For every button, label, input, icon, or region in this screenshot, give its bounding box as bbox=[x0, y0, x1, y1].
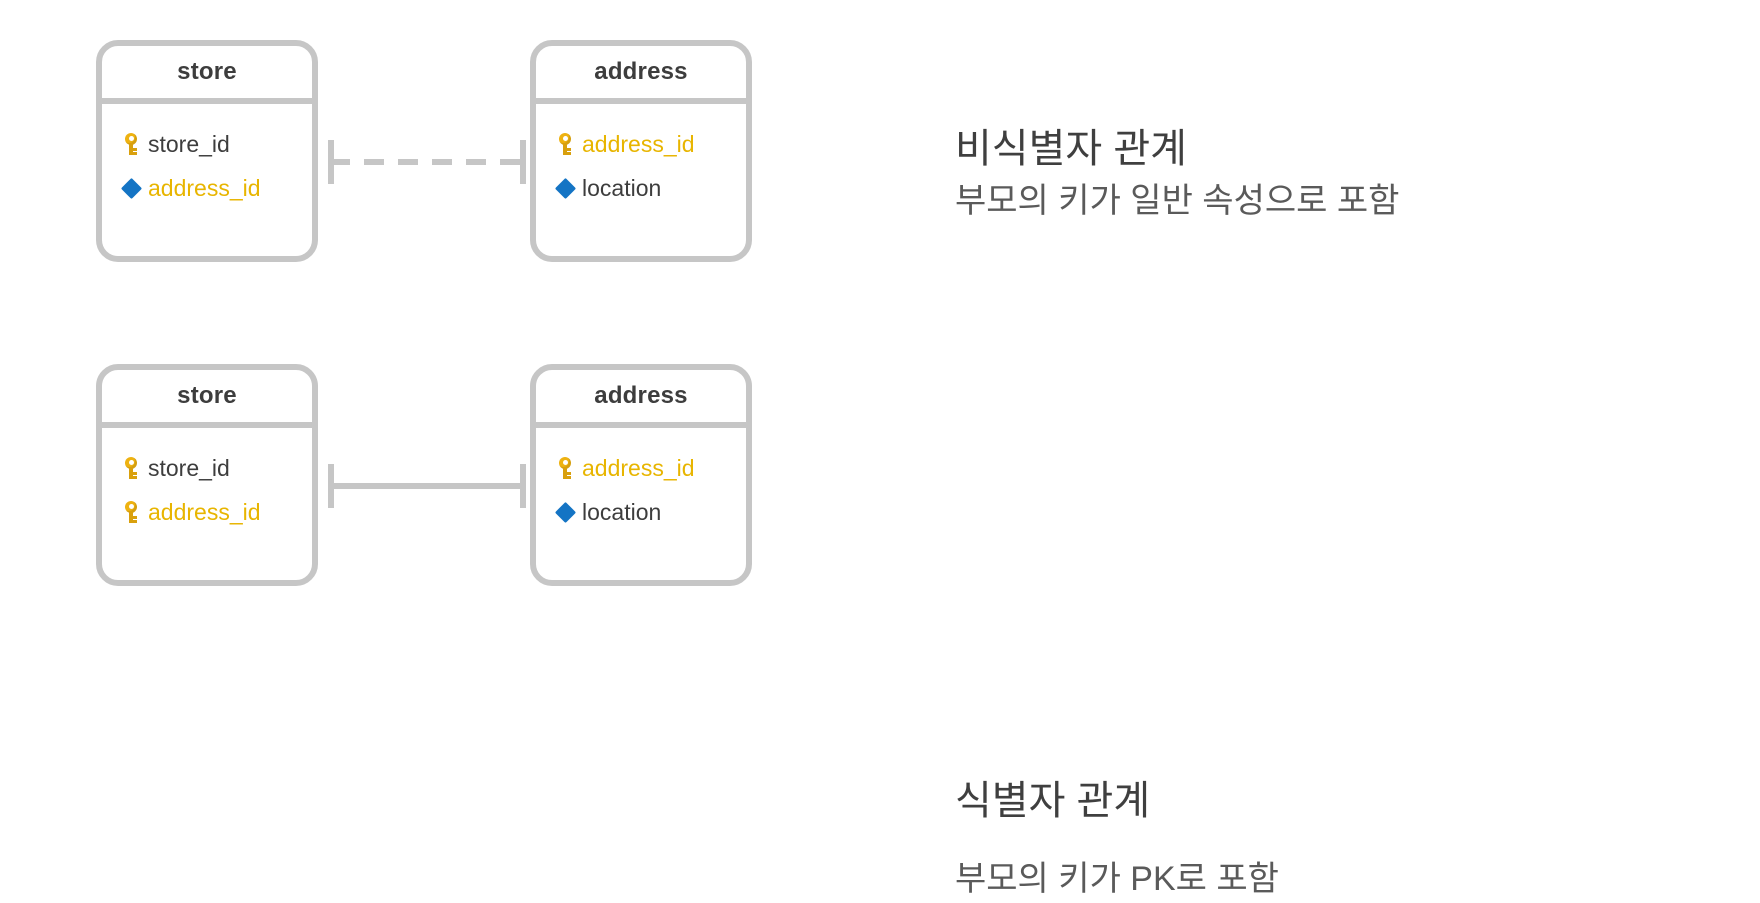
entity-attribute-list: address_id location bbox=[536, 104, 746, 210]
attribute-row[interactable]: location bbox=[552, 490, 746, 534]
diamond-icon bbox=[552, 501, 578, 523]
entity-header: store bbox=[102, 370, 312, 428]
relationship-connector-dashed[interactable] bbox=[324, 132, 530, 192]
relationship-connector-solid[interactable] bbox=[324, 456, 530, 516]
entity-attribute-list: store_id address_id bbox=[102, 104, 312, 210]
caption-non-identifying: 비식별자 관계 부모의 키가 일반 속성으로 포함 bbox=[955, 125, 1399, 225]
attribute-label: address_id bbox=[582, 454, 695, 481]
entity-title: address bbox=[594, 58, 688, 85]
key-icon bbox=[118, 457, 144, 479]
attribute-row[interactable]: store_id bbox=[118, 446, 312, 490]
attribute-label: address_id bbox=[582, 130, 695, 157]
cardinality-tick-right bbox=[520, 140, 526, 184]
entity-address-identifying[interactable]: address address_id location bbox=[530, 364, 752, 586]
diamond-icon bbox=[118, 177, 144, 199]
attribute-row[interactable]: address_id bbox=[552, 446, 746, 490]
er-diagram-canvas: store store_id address_id bbox=[96, 40, 1399, 898]
attribute-label: address_id bbox=[148, 498, 261, 525]
diamond-icon bbox=[552, 177, 578, 199]
entity-header: address bbox=[536, 370, 746, 428]
relationship-line bbox=[330, 159, 524, 165]
key-icon bbox=[552, 457, 578, 479]
entity-title: store bbox=[177, 382, 237, 409]
caption-title: 식별자 관계 bbox=[955, 779, 1151, 823]
entity-store-non-identifying[interactable]: store store_id address_id bbox=[96, 40, 318, 262]
cardinality-tick-right bbox=[520, 464, 526, 508]
entity-header: address bbox=[536, 46, 746, 104]
attribute-label: store_id bbox=[148, 454, 230, 481]
attribute-row[interactable]: address_id bbox=[552, 122, 746, 166]
attribute-row[interactable]: store_id bbox=[118, 122, 312, 166]
attribute-row[interactable]: location bbox=[552, 166, 746, 210]
entity-title: store bbox=[177, 58, 237, 85]
attribute-label: location bbox=[582, 174, 662, 201]
key-icon bbox=[118, 133, 144, 155]
caption-title: 비식별자 관계 bbox=[955, 127, 1187, 171]
entity-attribute-list: store_id address_id bbox=[102, 428, 312, 534]
caption-identifying: 식별자 관계 부모의 키가 PK로 포함 bbox=[955, 777, 1279, 903]
attribute-row[interactable]: address_id bbox=[118, 490, 312, 534]
attribute-label: address_id bbox=[148, 174, 261, 201]
entity-header: store bbox=[102, 46, 312, 104]
entity-store-identifying[interactable]: store store_id address_id bbox=[96, 364, 318, 586]
relationship-line bbox=[330, 483, 524, 489]
caption-subtitle: 부모의 키가 일반 속성으로 포함 bbox=[955, 182, 1400, 220]
key-icon bbox=[118, 501, 144, 523]
entity-address-non-identifying[interactable]: address address_id location bbox=[530, 40, 752, 262]
entity-title: address bbox=[594, 382, 688, 409]
entity-attribute-list: address_id location bbox=[536, 428, 746, 534]
caption-subtitle: 부모의 키가 PK로 포함 bbox=[955, 860, 1279, 898]
attribute-label: store_id bbox=[148, 130, 230, 157]
attribute-row[interactable]: address_id bbox=[118, 166, 312, 210]
key-icon bbox=[552, 133, 578, 155]
attribute-label: location bbox=[582, 498, 662, 525]
